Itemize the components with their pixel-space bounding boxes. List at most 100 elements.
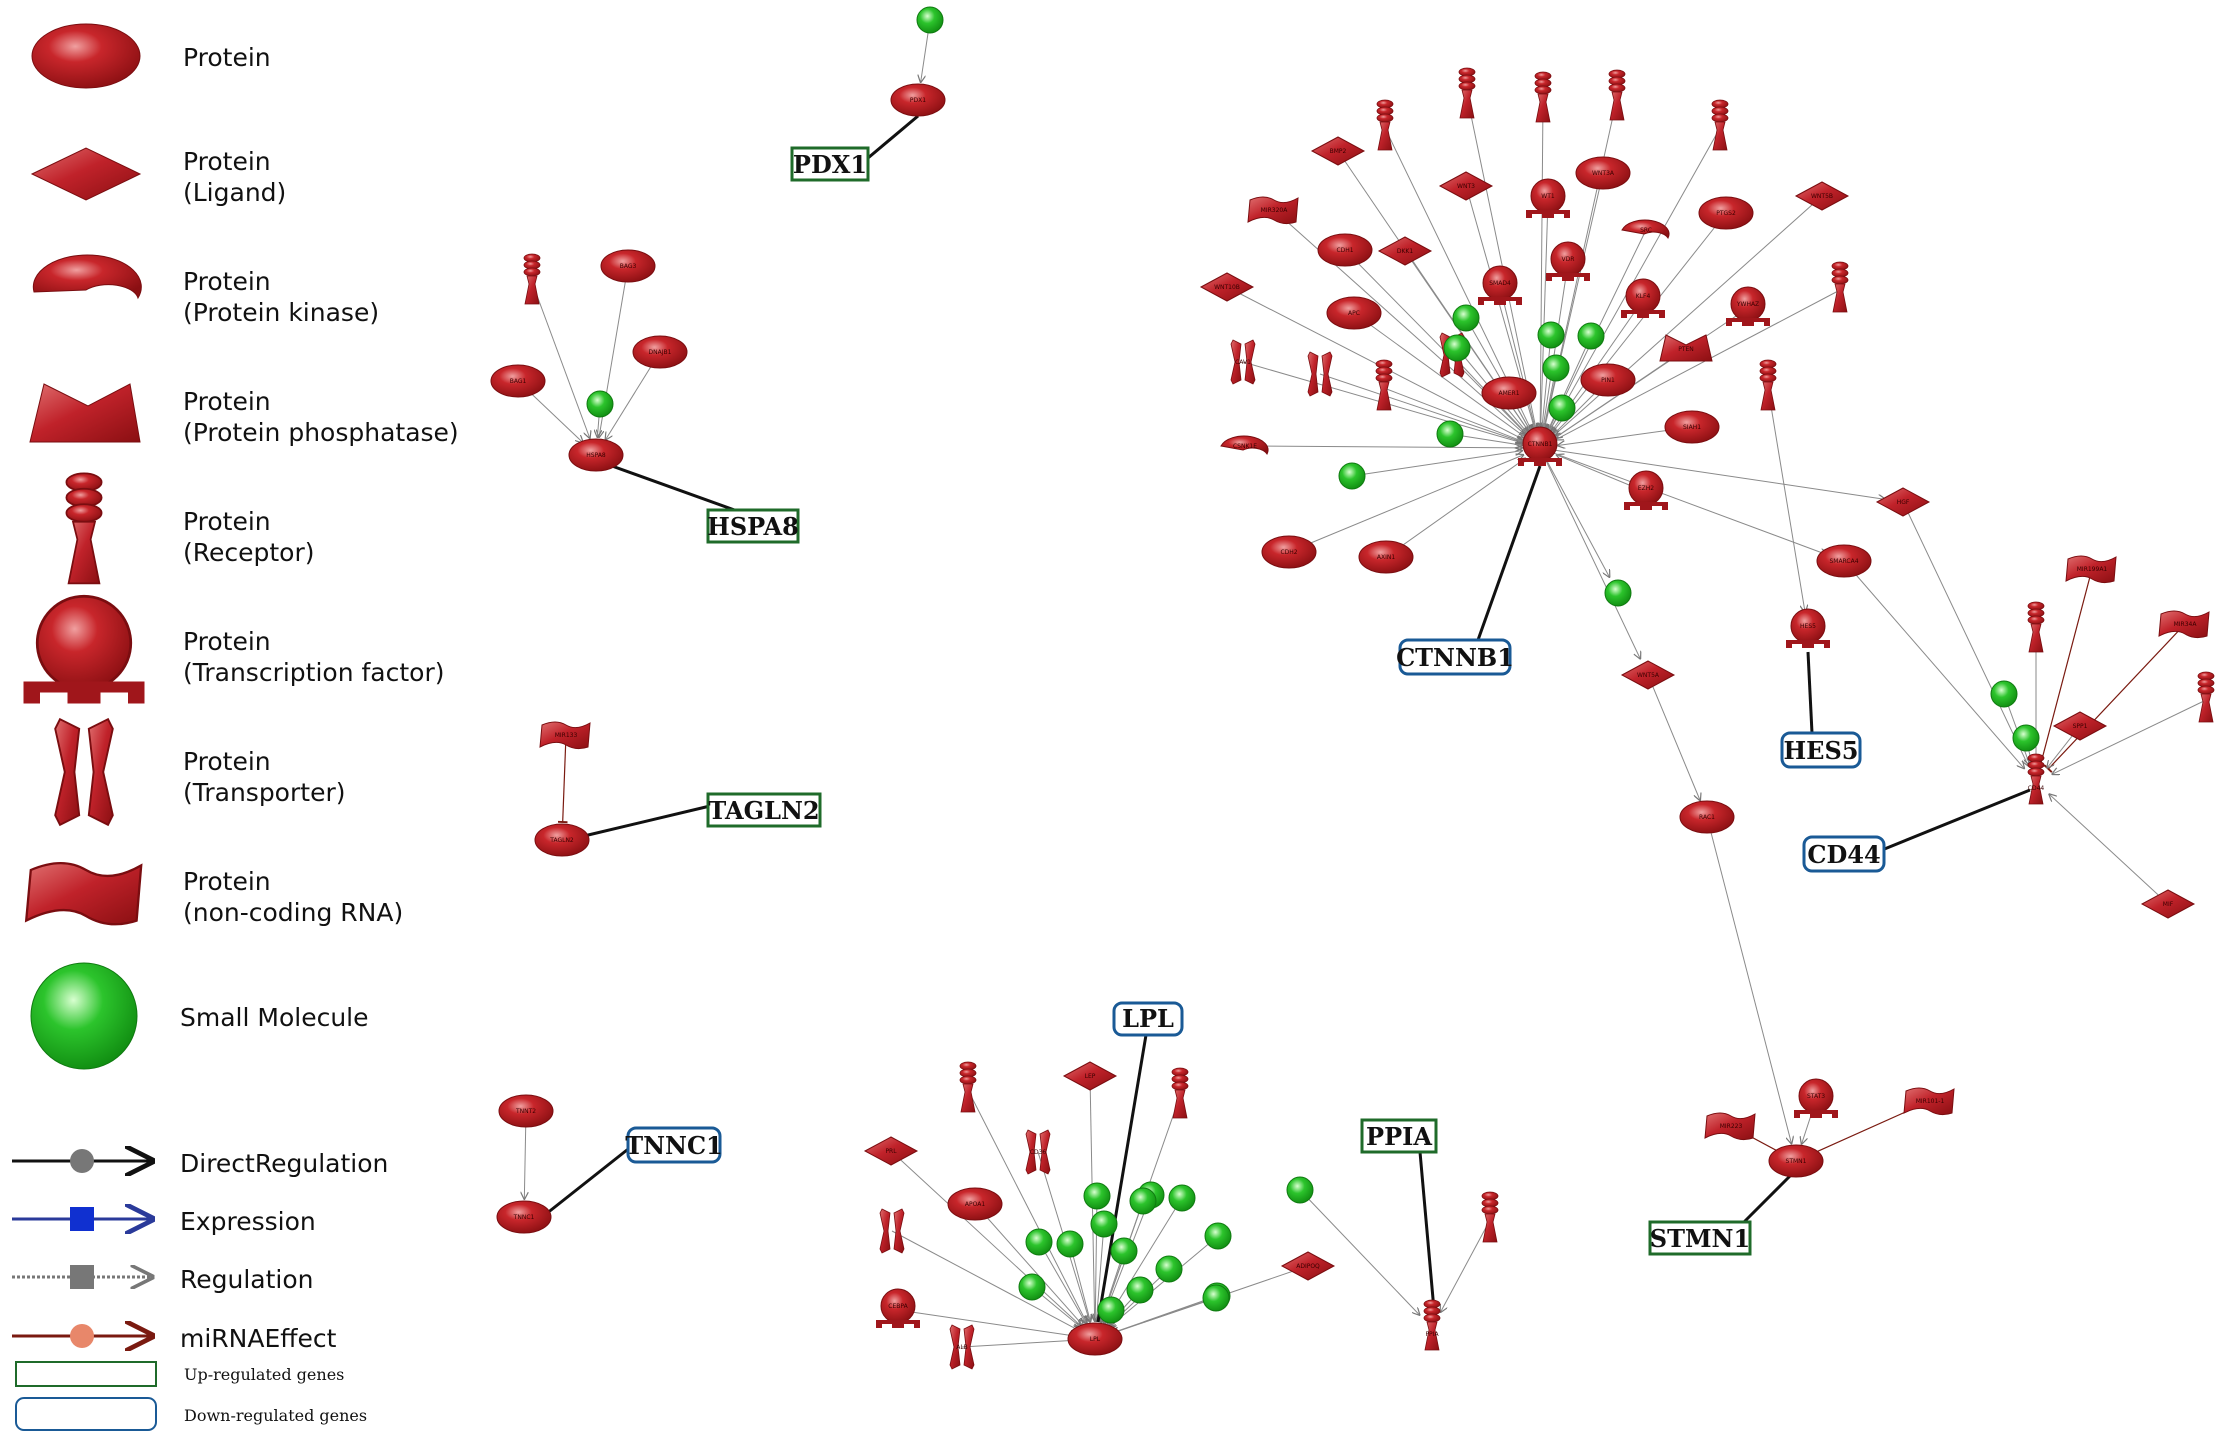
node-hspa8_r	[523, 253, 541, 305]
node-smad4: SMAD4	[1477, 265, 1523, 306]
gene-label-ctnnb1: CTNNB1	[1396, 643, 1514, 672]
small-node-icon	[1338, 462, 1366, 490]
gene-label-cd44: CD44	[1807, 840, 1880, 869]
node-label: CDH2	[1280, 549, 1297, 556]
edge-cav1b-lpl	[891, 1230, 1079, 1331]
gene-box-hspa8: HSPA8	[706, 508, 800, 544]
edge-apc-ctnnb1	[1353, 312, 1525, 437]
node-wnt5b: WNT5B	[1795, 181, 1849, 211]
node-label: PTEN	[1678, 346, 1694, 353]
node-cav1: CAV1	[1230, 339, 1256, 385]
small-node-icon	[586, 390, 614, 418]
node-s19	[1110, 1237, 1138, 1265]
node-label: APOA1	[965, 1201, 985, 1208]
gene-link-5	[1418, 1151, 1436, 1311]
node-label: DKK1	[1397, 248, 1413, 255]
node-lpl: LPL	[1067, 1322, 1123, 1356]
node-s12	[1083, 1182, 1111, 1210]
small-node-icon	[1018, 1273, 1046, 1301]
gene-link-6	[1476, 465, 1542, 641]
node-s9	[1604, 579, 1632, 607]
node-label: STAT3	[1807, 1093, 1825, 1100]
edge-s7-ctnnb1	[1351, 451, 1522, 477]
ligand-shape-icon	[30, 147, 142, 201]
node-cdh1: CDH1	[1317, 233, 1373, 267]
node-r6	[1831, 261, 1849, 313]
node-ppia: PPIA	[1423, 1299, 1441, 1351]
node-label: CTNNB1	[1528, 441, 1553, 448]
legend-label: Protein	[183, 627, 271, 656]
small-node-icon	[1083, 1182, 1111, 1210]
node-r1	[1376, 99, 1394, 151]
legend-item-phosphatase: Protein (Protein phosphatase)	[29, 383, 459, 447]
node-label: ALB	[956, 1344, 968, 1351]
legend-edge-label: DirectRegulation	[180, 1149, 388, 1178]
gene-link-3	[545, 1144, 633, 1216]
receptor-node-icon	[959, 1061, 977, 1113]
gene-box-pdx1: PDX1	[790, 146, 870, 182]
node-label: CDH1	[1336, 247, 1353, 254]
node-mir101: MIR101-1	[1903, 1087, 1955, 1116]
gene-label-tagln2: TAGLN2	[708, 796, 819, 825]
node-label: DNAJB1	[649, 349, 672, 356]
node-hes5: HES5	[1785, 608, 1831, 649]
node-s17	[1025, 1228, 1053, 1256]
receptor-node-icon	[1481, 1191, 1499, 1243]
edge-mir34a-cd44	[2044, 623, 2186, 773]
receptor-node-icon	[523, 253, 541, 305]
node-label: WNT5B	[1811, 193, 1833, 200]
legend: Protein Protein (Ligand) Protein (Protei…	[12, 23, 459, 1431]
node-wnt3a: WNT3A	[1575, 156, 1631, 190]
node-s26	[1097, 1296, 1125, 1324]
legend-label: Protein	[183, 867, 271, 896]
edge-cav2-ctnnb1	[1319, 373, 1523, 442]
node-label: PDX1	[910, 97, 926, 104]
node-s7	[1338, 462, 1366, 490]
square-marker-icon	[70, 1265, 94, 1289]
edge-wnt5a-rac1	[1647, 674, 1700, 800]
edge-r13-ppia	[1441, 1219, 1491, 1312]
node-axin1: AXIN1	[1358, 540, 1414, 574]
node-lep: LEP	[1063, 1061, 1117, 1091]
small-node-icon	[1537, 321, 1565, 349]
node-label: VDR	[1562, 256, 1575, 263]
receptor-node-icon	[2197, 671, 2215, 723]
gene-link-9	[1738, 1174, 1792, 1228]
node-s27	[1202, 1284, 1230, 1312]
node-label: WNT10B	[1214, 284, 1240, 291]
node-pin1: PIN1	[1580, 363, 1636, 397]
node-label: CD36	[1030, 1149, 1047, 1156]
node-mir133: MIR133	[539, 721, 591, 750]
edge-hspa8_r-hspa8	[531, 281, 590, 438]
node-hspa8_s	[586, 390, 614, 418]
receptor-node-icon	[1711, 99, 1729, 151]
legend-label: Protein	[183, 267, 271, 296]
node-r13	[1481, 1191, 1499, 1243]
node-label: SMAD4	[1489, 280, 1511, 287]
node-label: EZH2	[1638, 485, 1654, 492]
gene-box-hes5: HES5	[1780, 731, 1862, 769]
edge-hgf-cd44	[1902, 501, 2028, 766]
legend-edge-label: Expression	[180, 1207, 316, 1236]
legend-label: Protein	[183, 387, 271, 416]
node-cebpa: CEBPA	[875, 1288, 921, 1329]
node-label: SMARCA4	[1829, 558, 1858, 565]
node-label: WNT3	[1457, 183, 1475, 190]
node-tagln2: TAGLN2	[534, 823, 590, 857]
node-r7	[1375, 359, 1393, 411]
receptor-node-icon	[1375, 359, 1393, 411]
node-bag1: BAG1	[490, 364, 546, 398]
edge-r7-ctnnb1	[1383, 387, 1523, 442]
gene-label-pdx1: PDX1	[793, 150, 867, 179]
node-label: HSPA8	[586, 452, 606, 459]
gene-box-border	[790, 146, 870, 182]
node-r5	[1711, 99, 1729, 151]
kinase-shape-icon	[32, 254, 142, 300]
legend-item-protein: Protein	[31, 23, 271, 89]
node-label: MIR133	[555, 732, 578, 739]
node-pten: PTEN	[1659, 334, 1713, 362]
gene-label-stmn1: STMN1	[1650, 1224, 1750, 1253]
node-r9	[2027, 601, 2045, 653]
edge-cebpa-lpl	[897, 1309, 1077, 1336]
gene-box-cd44: CD44	[1802, 835, 1886, 873]
